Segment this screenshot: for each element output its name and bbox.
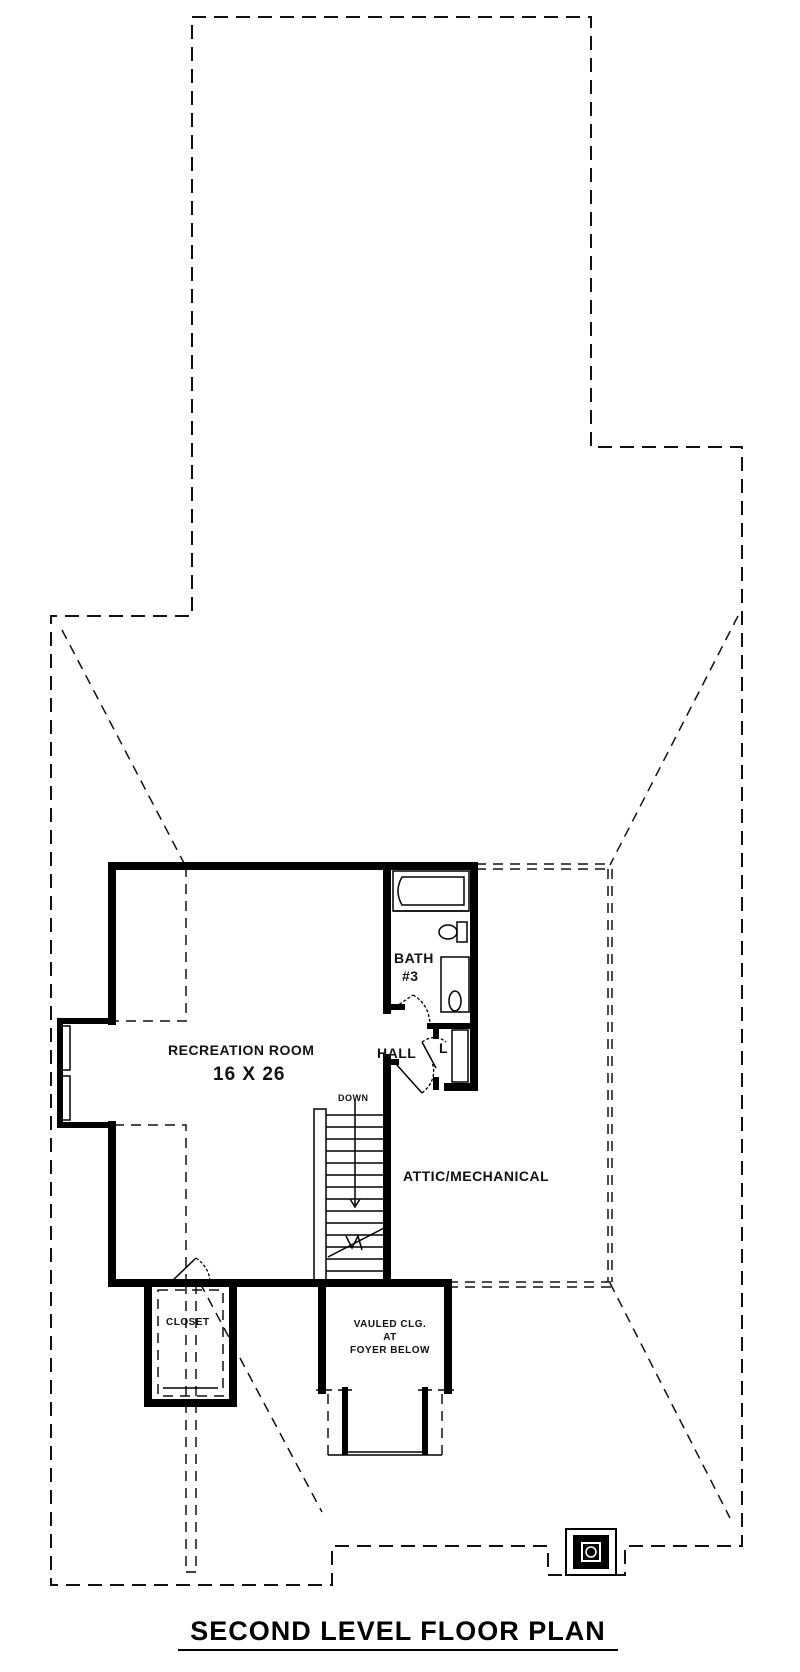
roof-hip-lines xyxy=(61,615,739,1519)
exterior-walls xyxy=(57,862,478,1287)
recreation-room-label: RECREATION ROOM xyxy=(168,1042,315,1058)
bath-fixtures xyxy=(390,870,477,1090)
closet-label: CLOSET xyxy=(166,1317,210,1328)
chimney xyxy=(565,1528,617,1576)
vaulted-ceiling-label-line3: FOYER BELOW xyxy=(350,1345,430,1356)
bath-number: #3 xyxy=(402,968,419,984)
roof-outline xyxy=(50,16,743,1586)
linen-closet-label: L xyxy=(439,1040,449,1056)
doors xyxy=(169,1036,447,1284)
ceiling-lines xyxy=(114,867,197,1573)
foyer-walls xyxy=(316,1279,454,1456)
stairs-down-label: DOWN xyxy=(338,1093,369,1103)
bath-label: BATH xyxy=(394,950,434,966)
attic-boundary xyxy=(448,863,613,1288)
vaulted-ceiling-label-line1: VAULED CLG. xyxy=(353,1319,427,1330)
plan-title: SECOND LEVEL FLOOR PLAN xyxy=(178,1616,618,1651)
vaulted-ceiling-label-line2: AT xyxy=(383,1332,397,1343)
attic-mechanical-label: ATTIC/MECHANICAL xyxy=(403,1168,550,1184)
recreation-room-dimensions: 16 X 26 xyxy=(213,1064,286,1085)
hall-label: HALL xyxy=(377,1045,417,1061)
staircase xyxy=(313,1099,385,1284)
closet-walls xyxy=(144,1279,237,1407)
